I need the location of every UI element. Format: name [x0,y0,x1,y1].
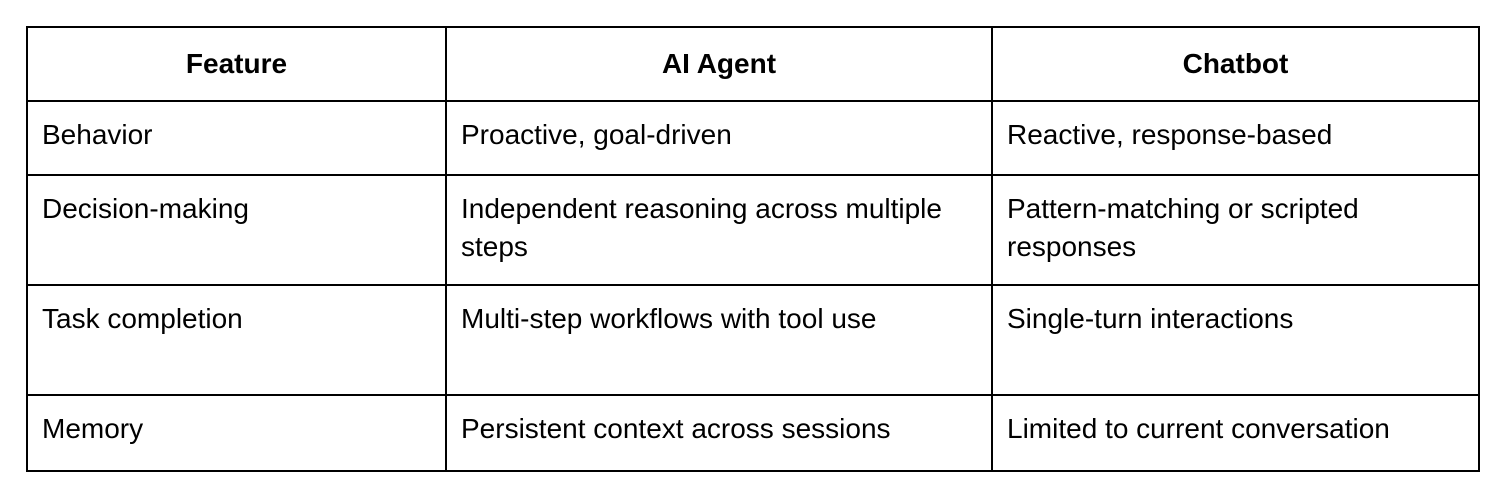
cell-ai-agent: Independent reasoning across multiple st… [445,174,993,286]
table-row: Task completion Multi-step workflows wit… [26,284,1480,396]
cell-feature: Memory [26,394,447,472]
header-feature: Feature [26,26,447,102]
table-header-row: Feature AI Agent Chatbot [26,26,1480,102]
comparison-table: Feature AI Agent Chatbot Behavior Proact… [26,26,1480,472]
cell-chatbot: Pattern-matching or scripted responses [991,174,1480,286]
cell-chatbot: Reactive, response-based [991,100,1480,176]
cell-feature: Behavior [26,100,447,176]
cell-chatbot: Limited to current conversation [991,394,1480,472]
cell-ai-agent: Proactive, goal-driven [445,100,993,176]
cell-ai-agent: Persistent context across sessions [445,394,993,472]
cell-ai-agent: Multi-step workflows with tool use [445,284,993,396]
cell-feature: Task completion [26,284,447,396]
table-row: Memory Persistent context across session… [26,394,1480,472]
cell-feature: Decision-making [26,174,447,286]
table-row: Decision-making Independent reasoning ac… [26,174,1480,286]
header-chatbot: Chatbot [991,26,1480,102]
cell-chatbot: Single-turn interactions [991,284,1480,396]
table-row: Behavior Proactive, goal-driven Reactive… [26,100,1480,176]
header-ai-agent: AI Agent [445,26,993,102]
